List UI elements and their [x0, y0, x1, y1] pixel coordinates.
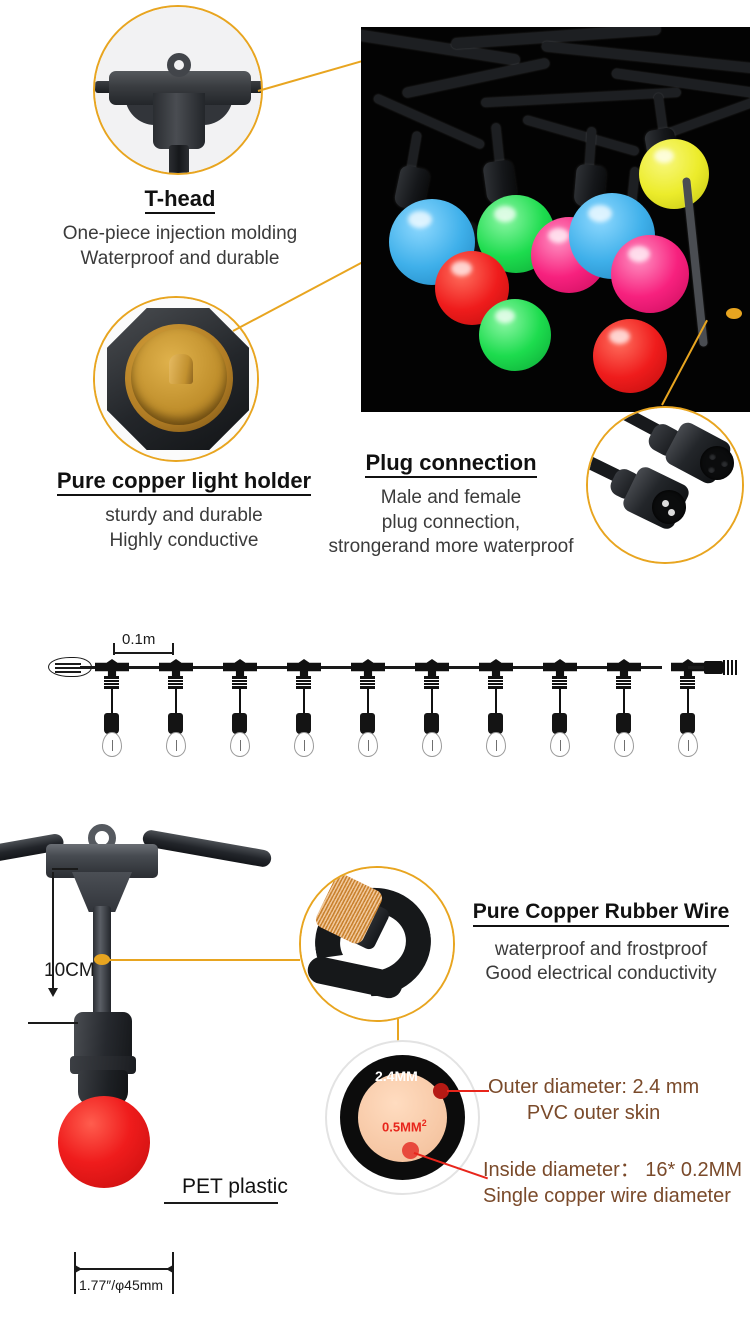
plug-connection-photo [588, 408, 742, 562]
drop-length-label: 10CM [44, 960, 95, 981]
t-head-title: T-head [144, 186, 216, 215]
string-input-plug [48, 657, 92, 677]
copper-wire-leader-line [104, 959, 300, 961]
core-area-exponent: 2 [421, 1118, 427, 1128]
copper-wire-leader-dot [94, 954, 110, 965]
diameter-arrow-left [75, 1265, 82, 1273]
red-pet-bulb [58, 1096, 150, 1188]
diameter-tick-right [172, 1252, 174, 1294]
copper-holder-title: Pure copper light holder [56, 468, 312, 497]
plug-connection-line-1: Male and female [380, 487, 522, 509]
bulb-green-2 [479, 299, 551, 371]
plug-connection-photo-circle [586, 406, 744, 564]
diameter-arrow-right [166, 1265, 173, 1273]
copper-holder-line-1: sturdy and durable [105, 505, 263, 527]
outer-diameter-inline-label: 2.4MM [375, 1068, 418, 1084]
t-head-photo-circle [93, 5, 263, 175]
spacing-tick-right [172, 643, 174, 655]
inner-annotation-line-2: Single copper wire diameter [483, 1185, 731, 1207]
string-output-connector [704, 661, 723, 674]
bulb-yellow-1 [639, 139, 709, 209]
pet-plastic-label: PET plastic [182, 1175, 288, 1198]
plug-connection-line-2: plug connection, [381, 511, 521, 533]
string-output-prongs [723, 660, 737, 675]
inner-pointer-dot [402, 1142, 419, 1159]
outer-pointer-line [447, 1090, 489, 1092]
spacing-tick-left [113, 643, 115, 655]
lamp-socket-ring [70, 1056, 136, 1074]
drop-dim-arrow [48, 988, 58, 997]
plug-connection-leader-dot [726, 308, 742, 319]
diameter-tick-left [74, 1252, 76, 1294]
outer-annotation-line-2: PVC outer skin [526, 1102, 661, 1124]
string-tail-wire [688, 666, 706, 669]
spacing-label: 0.1m [122, 631, 156, 648]
copper-wire-title: Pure Copper Rubber Wire [472, 900, 730, 928]
copper-wire-line-1: waterproof and frostproof [494, 939, 708, 961]
drop-dim-line [52, 872, 54, 990]
bulb-diameter-label: 1.77″/φ45mm [79, 1277, 164, 1293]
rgb-bulbs-hero-photo [361, 27, 750, 412]
outer-pointer-dot [433, 1083, 449, 1099]
core-area-value: 0.5MM [382, 1119, 422, 1135]
plug-connection-caption: Plug connection Male and female plug con… [311, 450, 591, 559]
copper-wire-photo-circle [299, 866, 455, 1022]
string-light-diagram: 0.1m [0, 610, 750, 780]
core-area-inline-label: 0.5MM2 [382, 1118, 427, 1134]
t-head-line-1: One-piece injection molding [62, 223, 298, 245]
plug-connection-title: Plug connection [365, 450, 537, 479]
copper-holder-line-2: Highly conductive [109, 529, 259, 551]
plug-connection-line-3: strongerand more waterproof [328, 535, 574, 557]
inner-annotation-line-1: Inside diameter： 16* 0.2MM [483, 1159, 743, 1181]
copper-holder-photo-circle [93, 296, 259, 462]
copper-wire-photo [301, 868, 453, 1020]
pet-plastic-underline [164, 1202, 278, 1204]
bulb-pink-2 [611, 235, 689, 313]
t-head-photo [95, 7, 261, 173]
copper-wire-caption: Pure Copper Rubber Wire waterproof and f… [452, 900, 750, 987]
copper-holder-photo [95, 298, 257, 460]
outer-diameter-annotation: Outer diameter: 2.4 mm PVC outer skin [488, 1074, 699, 1126]
t-head-line-2: Waterproof and durable [80, 247, 280, 269]
t-head-caption: T-head One-piece injection molding Water… [0, 186, 360, 271]
inner-diameter-annotation: Inside diameter： 16* 0.2MM Single copper… [483, 1157, 742, 1209]
bulb-red-2 [593, 319, 667, 393]
spacing-dim-line [113, 652, 173, 654]
drop-dim-base [28, 1022, 78, 1024]
bottom-cord-right [141, 828, 273, 869]
t-head-leader-line [257, 57, 372, 92]
copper-holder-caption: Pure copper light holder sturdy and dura… [0, 468, 368, 553]
outer-annotation-line-1: Outer diameter: 2.4 mm [488, 1076, 700, 1098]
diameter-dim-line [74, 1268, 173, 1270]
copper-wire-line-2: Good electrical conductivity [485, 963, 717, 985]
t-head-tick [52, 868, 78, 870]
